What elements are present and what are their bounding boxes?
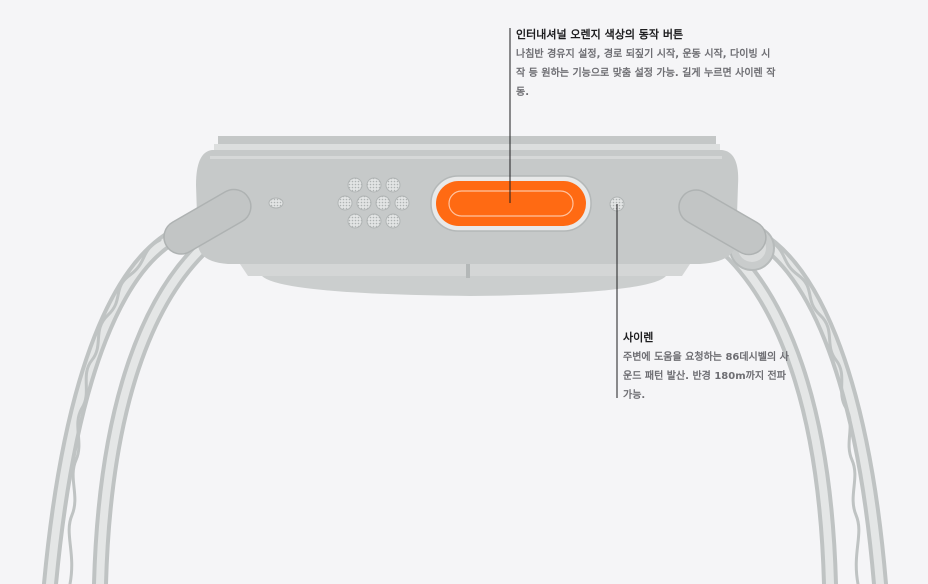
band-lug-right — [678, 189, 767, 256]
speaker-grille — [337, 177, 410, 229]
siren-callout-body: 주변에 도움을 요청하는 86데시벨의 사운드 패턴 발산. 반경 180m까지… — [623, 352, 789, 401]
action-button-callout-title: 인터내셔널 오렌지 색상의 동작 버튼 — [516, 28, 684, 41]
band-lug-left — [163, 188, 252, 255]
band-right — [720, 224, 888, 584]
action-button — [430, 175, 592, 232]
siren-callout: 사이렌 주변에 도움을 요청하는 86데시벨의 사운드 패턴 발산. 반경 18… — [623, 330, 793, 405]
siren-callout-title: 사이렌 — [623, 331, 654, 344]
vent-hole — [268, 197, 284, 209]
action-button-callout: 인터내셔널 오렌지 색상의 동작 버튼 나침반 경유지 설정, 경로 되짚기 시… — [516, 27, 778, 102]
action-button-callout-body: 나침반 경유지 설정, 경로 되짚기 시작, 운동 시작, 다이빙 시작 등 원… — [516, 49, 776, 98]
band-left — [42, 224, 208, 584]
